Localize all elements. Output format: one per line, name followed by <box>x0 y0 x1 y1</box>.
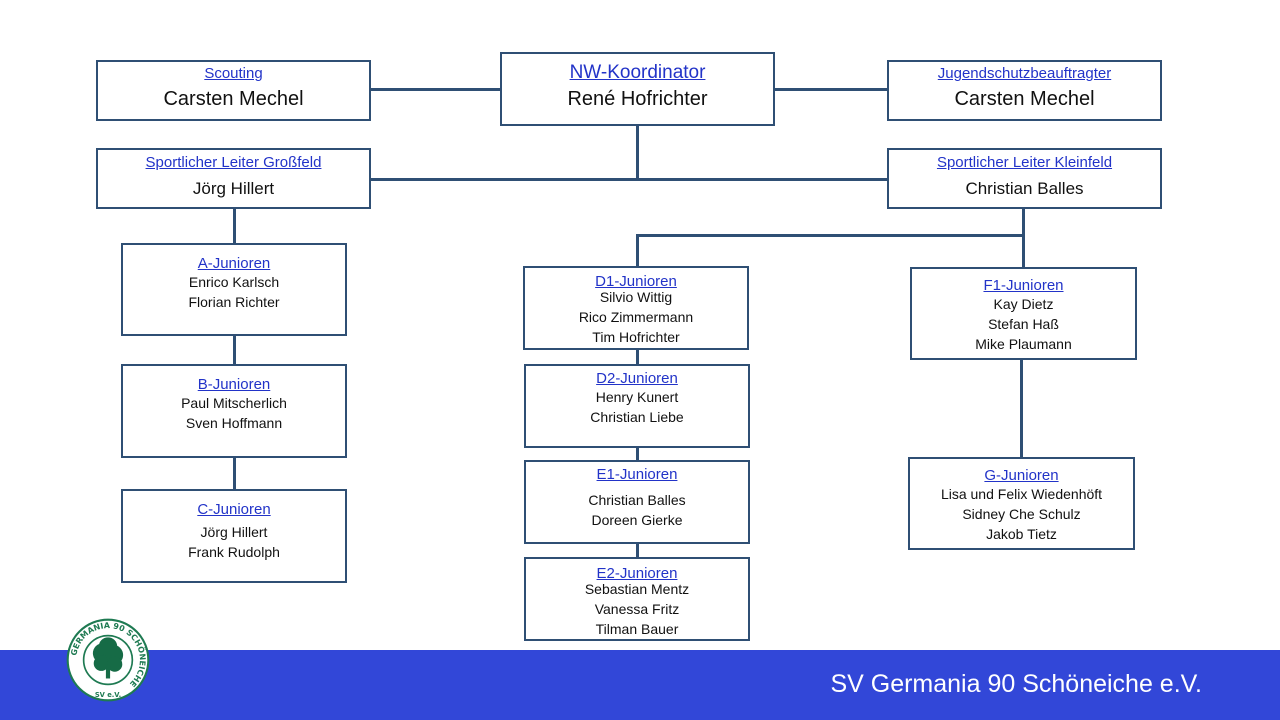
team-e1-member: Doreen Gierke <box>591 512 683 528</box>
connector-b-c <box>233 456 236 491</box>
connector-e1-e2 <box>636 542 639 559</box>
team-g-box: G-Junioren Lisa und Felix Wiedenhöft Sid… <box>908 457 1135 550</box>
connector-kleinfeld-down <box>1022 207 1025 269</box>
team-e2-member: Sebastian Mentz <box>584 581 690 597</box>
team-g-member: Sidney Che Schulz <box>962 506 1081 522</box>
team-e1-member: Christian Balles <box>588 492 686 508</box>
team-d1-member: Rico Zimmermann <box>578 309 694 325</box>
team-d1-box: D1-Junioren Silvio Wittig Rico Zimmerman… <box>523 266 749 350</box>
team-g-member: Lisa und Felix Wiedenhöft <box>940 486 1103 502</box>
leader-grossfeld-person: Jörg Hillert <box>192 179 275 198</box>
youth-protection-link[interactable]: Jugendschutzbeauftragter <box>937 65 1112 82</box>
connector-a-b <box>233 334 236 366</box>
connector-to-d1 <box>636 234 639 268</box>
club-name: SV Germania 90 Schöneiche e.V. <box>830 670 1202 698</box>
club-logo: GERMANIA 90 SCHÖNEICHE SV e.V. <box>66 618 150 702</box>
connector-f1-g <box>1020 358 1023 458</box>
team-e1-link[interactable]: E1-Junioren <box>596 466 678 483</box>
team-g-member: Jakob Tietz <box>986 526 1057 542</box>
team-a-member: Florian Richter <box>188 294 280 310</box>
oak-tree-icon <box>92 637 124 679</box>
team-d1-link[interactable]: D1-Junioren <box>595 273 677 290</box>
connector-d2-e1 <box>636 446 639 462</box>
team-e2-member: Tilman Bauer <box>595 621 679 637</box>
team-c-box: C-Junioren Jörg Hillert Frank Rudolph <box>121 489 347 583</box>
connector-d-f-horizontal <box>636 234 1024 237</box>
team-b-box: B-Junioren Paul Mitscherlich Sven Hoffma… <box>121 364 347 458</box>
connector-coordinator-down <box>636 124 639 180</box>
scouting-person: Carsten Mechel <box>163 88 304 110</box>
team-f1-box: F1-Junioren Kay Dietz Stefan Haß Mike Pl… <box>910 267 1137 360</box>
scouting-link[interactable]: Scouting <box>204 65 263 82</box>
team-b-member: Sven Hoffmann <box>185 415 283 431</box>
team-f1-member: Mike Plaumann <box>975 336 1072 352</box>
team-b-member: Paul Mitscherlich <box>181 395 287 411</box>
team-f1-member: Kay Dietz <box>993 296 1054 312</box>
team-c-member: Frank Rudolph <box>188 544 280 560</box>
team-c-member: Jörg Hillert <box>200 524 268 540</box>
team-g-link[interactable]: G-Junioren <box>984 467 1059 484</box>
leader-grossfeld-box: Sportlicher Leiter Großfeld Jörg Hillert <box>96 148 371 209</box>
team-d1-member: Silvio Wittig <box>599 289 673 305</box>
scouting-box: Scouting Carsten Mechel <box>96 60 371 121</box>
logo-bottom-text: SV e.V. <box>95 691 121 699</box>
footer-bar: SV Germania 90 Schöneiche e.V. <box>0 650 1280 720</box>
team-f1-link[interactable]: F1-Junioren <box>983 277 1064 294</box>
team-a-member: Enrico Karlsch <box>188 274 280 290</box>
leader-kleinfeld-person: Christian Balles <box>965 179 1084 198</box>
leader-kleinfeld-box: Sportlicher Leiter Kleinfeld Christian B… <box>887 148 1162 209</box>
team-c-link[interactable]: C-Junioren <box>197 501 271 518</box>
team-d2-member: Henry Kunert <box>595 389 679 405</box>
connector-leaders-horizontal <box>370 178 890 181</box>
leader-kleinfeld-link[interactable]: Sportlicher Leiter Kleinfeld <box>936 154 1113 171</box>
coordinator-box: NW-Koordinator René Hofrichter <box>500 52 775 126</box>
connector-grossfeld-down <box>233 207 236 245</box>
coordinator-person: René Hofrichter <box>567 88 708 110</box>
team-a-box: A-Junioren Enrico Karlsch Florian Richte… <box>121 243 347 336</box>
team-e2-link[interactable]: E2-Junioren <box>596 565 678 582</box>
team-d2-link[interactable]: D2-Junioren <box>596 370 678 387</box>
team-d2-box: D2-Junioren Henry Kunert Christian Liebe <box>524 364 750 448</box>
leader-grossfeld-link[interactable]: Sportlicher Leiter Großfeld <box>145 154 322 171</box>
team-d2-member: Christian Liebe <box>590 409 684 425</box>
team-a-link[interactable]: A-Junioren <box>197 255 271 272</box>
connector-d1-d2 <box>636 348 639 366</box>
team-e1-box: E1-Junioren Christian Balles Doreen Gier… <box>524 460 750 544</box>
coordinator-link[interactable]: NW-Koordinator <box>569 62 706 83</box>
team-e2-box: E2-Junioren Sebastian Mentz Vanessa Frit… <box>524 557 750 641</box>
team-b-link[interactable]: B-Junioren <box>197 376 271 393</box>
team-d1-member: Tim Hofrichter <box>592 329 680 345</box>
team-e2-member: Vanessa Fritz <box>594 601 680 617</box>
youth-protection-box: Jugendschutzbeauftragter Carsten Mechel <box>887 60 1162 121</box>
youth-protection-person: Carsten Mechel <box>954 88 1095 110</box>
team-f1-member: Stefan Haß <box>988 316 1059 332</box>
